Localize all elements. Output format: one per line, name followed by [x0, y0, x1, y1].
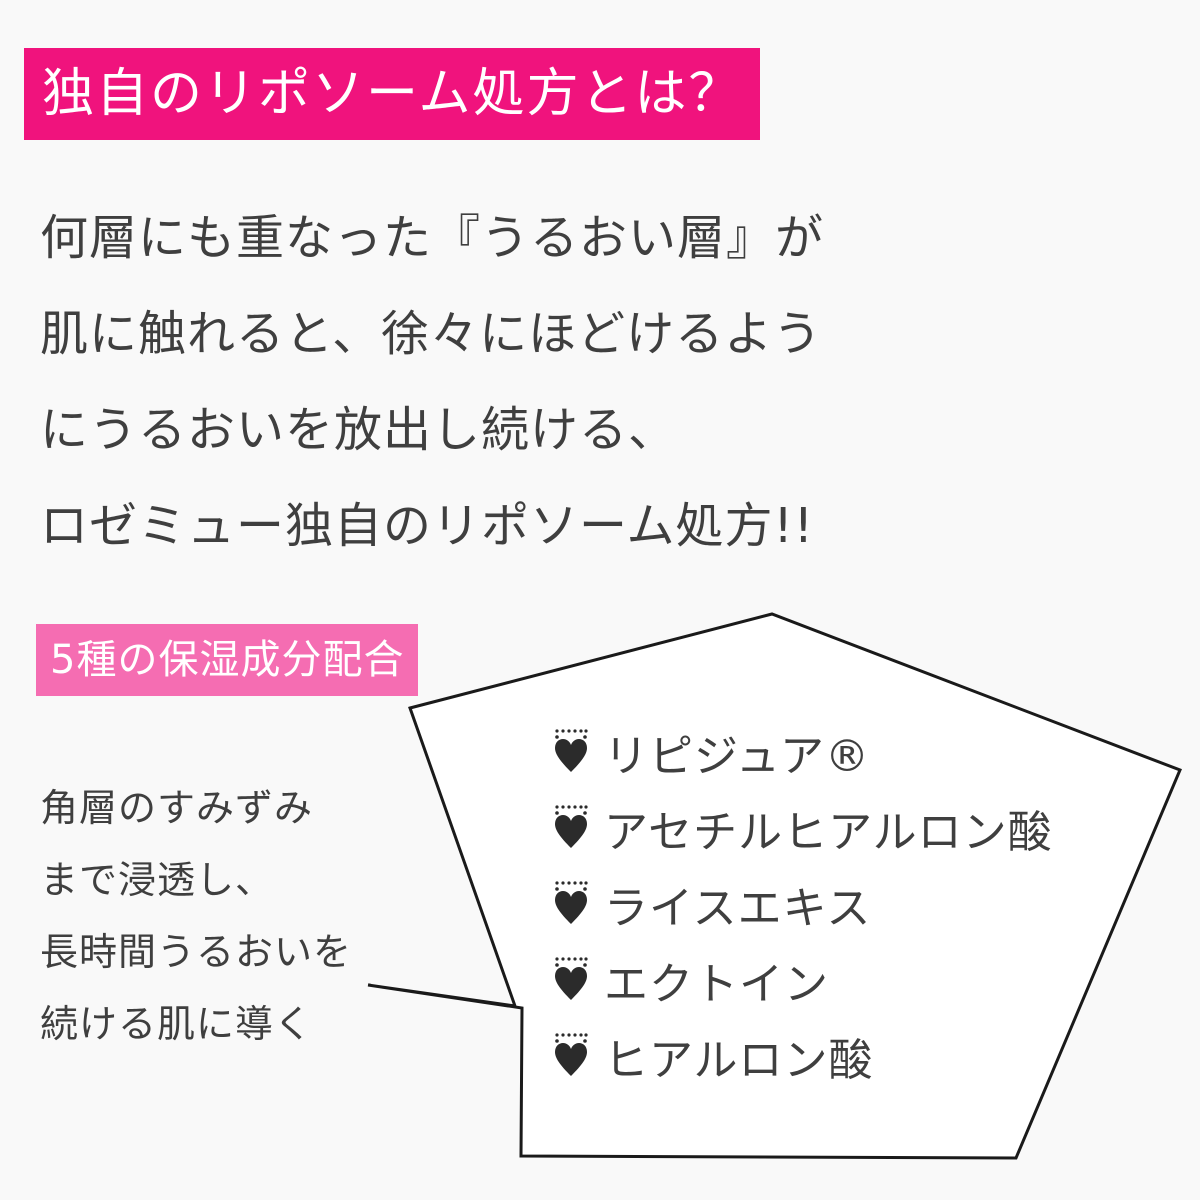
heart-icon: [555, 881, 588, 924]
list-item: エクトイン: [554, 942, 1053, 1018]
description-line: 続ける肌に導く: [40, 1002, 314, 1046]
ingredient-name: ライスエキス: [604, 883, 872, 934]
list-item: ヒアルロン酸: [554, 1018, 1053, 1094]
heart-icon: [555, 805, 588, 848]
ingredient-name: アセチルヒアルロン酸: [604, 807, 1053, 858]
heart-icon: [555, 1033, 588, 1076]
description-line: まで浸透し、: [40, 858, 275, 902]
intro-line: 何層にも重なった『うるおい層』が: [40, 210, 825, 266]
moisturizer-label: 5種の保湿成分配合: [36, 624, 419, 696]
heart-icon: [555, 729, 588, 772]
page-title: 独自のリポソーム処方とは？: [24, 48, 761, 140]
intro-line: にうるおいを放出し続ける、: [40, 402, 678, 458]
ingredient-list: リピジュア® アセチルヒアルロン酸 ライスエキス: [554, 714, 1053, 1094]
intro-paragraph: 何層にも重なった『うるおい層』が 肌に触れると、徐々にほどけるよう にうるおいを…: [40, 190, 1170, 574]
moisturizer-description: 角層のすみずみ まで浸透し、 長時間うるおいを 続ける肌に導く: [40, 772, 352, 1060]
heart-icon: [555, 957, 588, 1000]
intro-line: ロゼミュー独自のリポソーム処方!!: [40, 498, 815, 554]
ingredient-name: ヒアルロン酸: [604, 1035, 874, 1086]
list-item: アセチルヒアルロン酸: [554, 790, 1053, 866]
list-item: ライスエキス: [554, 866, 1053, 942]
description-line: 長時間うるおいを: [40, 930, 353, 974]
ingredient-name: リピジュア®: [604, 731, 871, 782]
ingredient-name: エクトイン: [604, 959, 829, 1010]
list-item: リピジュア®: [554, 714, 1053, 790]
description-line: 角層のすみずみ: [40, 786, 314, 830]
intro-line: 肌に触れると、徐々にほどけるよう: [40, 306, 823, 362]
